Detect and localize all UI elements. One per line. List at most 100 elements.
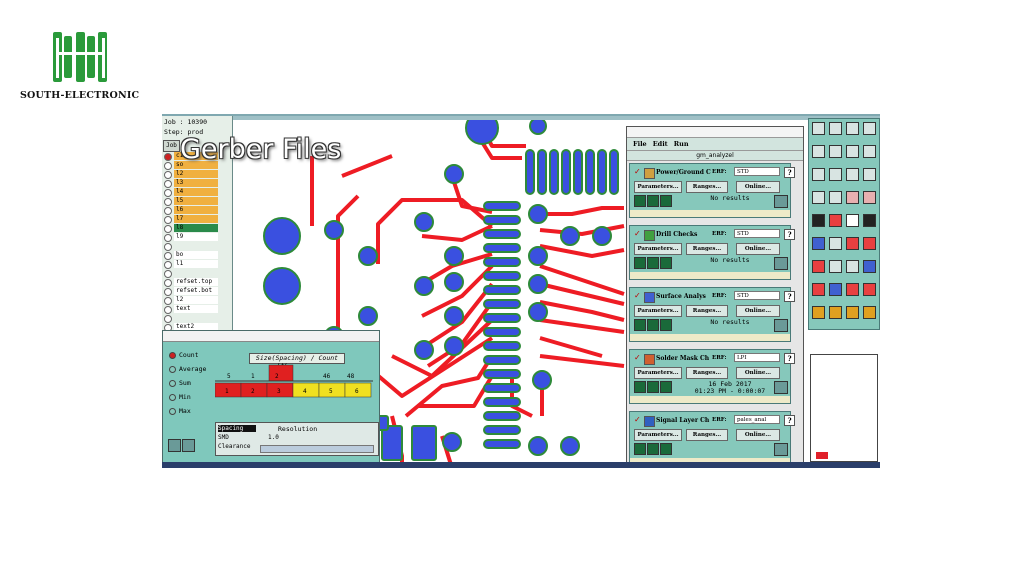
tool-icon[interactable] [829,145,842,158]
run-icon[interactable] [634,319,646,331]
tool-icon[interactable] [863,191,876,204]
help-button[interactable]: ? [784,229,795,240]
view-results-icon[interactable] [774,195,788,208]
layer-radio[interactable] [164,233,172,242]
parameters-button[interactable]: Parameters... [634,243,682,255]
tool-icon[interactable] [812,306,825,319]
histogram-tool-icon[interactable] [168,439,181,452]
layer-radio[interactable] [164,287,172,296]
layer-row[interactable]: refset.top [162,277,230,287]
online-button[interactable]: Online... [736,243,780,255]
section-toggle-icon[interactable]: ✓ [634,353,641,362]
histogram-option[interactable]: Average [169,365,206,373]
section-toggle-icon[interactable]: ✓ [634,415,641,424]
layer-radio[interactable] [164,215,172,224]
stop-icon[interactable] [660,381,672,393]
erf-field[interactable]: LPI [734,353,780,362]
help-button[interactable]: ? [784,415,795,426]
window-title-bar[interactable] [163,331,379,342]
check-icon[interactable] [647,319,659,331]
tool-icon[interactable] [829,306,842,319]
menu-edit[interactable]: Edit [652,140,668,148]
menu-run[interactable]: Run [673,140,689,148]
tool-icon[interactable] [846,168,859,181]
layer-row[interactable]: l1 [162,259,230,269]
erf-field[interactable]: STD [734,229,780,238]
parameters-button[interactable]: Parameters... [634,429,682,441]
histogram-option[interactable]: Sum [169,379,191,387]
option-radio[interactable] [169,407,176,415]
tool-icon[interactable] [863,145,876,158]
stop-icon[interactable] [660,319,672,331]
run-icon[interactable] [634,257,646,269]
tool-icon[interactable] [812,145,825,158]
check-icon[interactable] [647,443,659,455]
layer-radio[interactable] [164,188,172,197]
tool-icon[interactable] [812,191,825,204]
layer-radio[interactable] [164,296,172,305]
check-icon[interactable] [647,195,659,207]
check-icon[interactable] [647,257,659,269]
layer-radio[interactable] [164,161,172,170]
tool-icon[interactable] [812,237,825,250]
tool-icon[interactable] [863,306,876,319]
tool-icon[interactable] [829,283,842,296]
stop-icon[interactable] [660,195,672,207]
stop-icon[interactable] [660,443,672,455]
histogram-export-icon[interactable] [182,439,195,452]
parameters-button[interactable]: Parameters... [634,181,682,193]
tool-icon[interactable] [812,214,825,227]
ranges-button[interactable]: Ranges... [686,243,728,255]
layer-row[interactable]: l4 [162,187,230,197]
tool-icon[interactable] [863,122,876,135]
erf-field[interactable]: STD [734,167,780,176]
tool-icon[interactable] [846,145,859,158]
layer-radio[interactable] [164,305,172,314]
parameters-button[interactable]: Parameters... [634,305,682,317]
layer-radio[interactable] [164,224,172,233]
layer-row[interactable] [162,241,230,251]
layer-radio[interactable] [164,153,172,161]
tool-icon[interactable] [846,237,859,250]
online-button[interactable]: Online... [736,367,780,379]
histogram-option[interactable]: Min [169,393,191,401]
tool-icon[interactable] [846,122,859,135]
layer-row[interactable]: l3 [162,178,230,188]
online-button[interactable]: Online... [736,305,780,317]
option-radio[interactable] [169,393,176,401]
tool-icon[interactable] [846,191,859,204]
histogram-option[interactable]: Max [169,407,191,415]
layer-radio[interactable] [164,197,172,206]
histogram-bin[interactable] [344,382,372,398]
layer-row[interactable]: text [162,304,230,314]
analyzer-title-bar[interactable] [627,127,803,138]
section-toggle-icon[interactable]: ✓ [634,167,641,176]
tool-icon[interactable] [829,122,842,135]
layer-radio[interactable] [164,260,172,269]
layer-row[interactable]: l8 [162,223,230,233]
layer-row[interactable]: l2 [162,295,230,305]
layer-row[interactable] [162,313,230,323]
tool-icon[interactable] [863,237,876,250]
tool-icon[interactable] [846,283,859,296]
tool-icon[interactable] [846,306,859,319]
layer-row[interactable]: so [162,160,230,170]
layer-radio[interactable] [164,278,172,287]
tool-icon[interactable] [812,260,825,273]
menu-file[interactable]: File [633,140,647,148]
tool-icon[interactable] [846,214,859,227]
tool-icon[interactable] [863,168,876,181]
view-results-icon[interactable] [774,381,788,394]
stop-icon[interactable] [660,257,672,269]
view-results-icon[interactable] [774,319,788,332]
layer-radio[interactable] [164,242,172,251]
online-button[interactable]: Online... [736,429,780,441]
layer-radio[interactable] [164,179,172,188]
tool-icon[interactable] [812,283,825,296]
section-toggle-icon[interactable]: ✓ [634,291,641,300]
help-button[interactable]: ? [784,167,795,178]
layer-row[interactable]: l7 [162,214,230,224]
layer-row[interactable]: refset.bot [162,286,230,296]
run-icon[interactable] [634,443,646,455]
tool-icon[interactable] [829,260,842,273]
